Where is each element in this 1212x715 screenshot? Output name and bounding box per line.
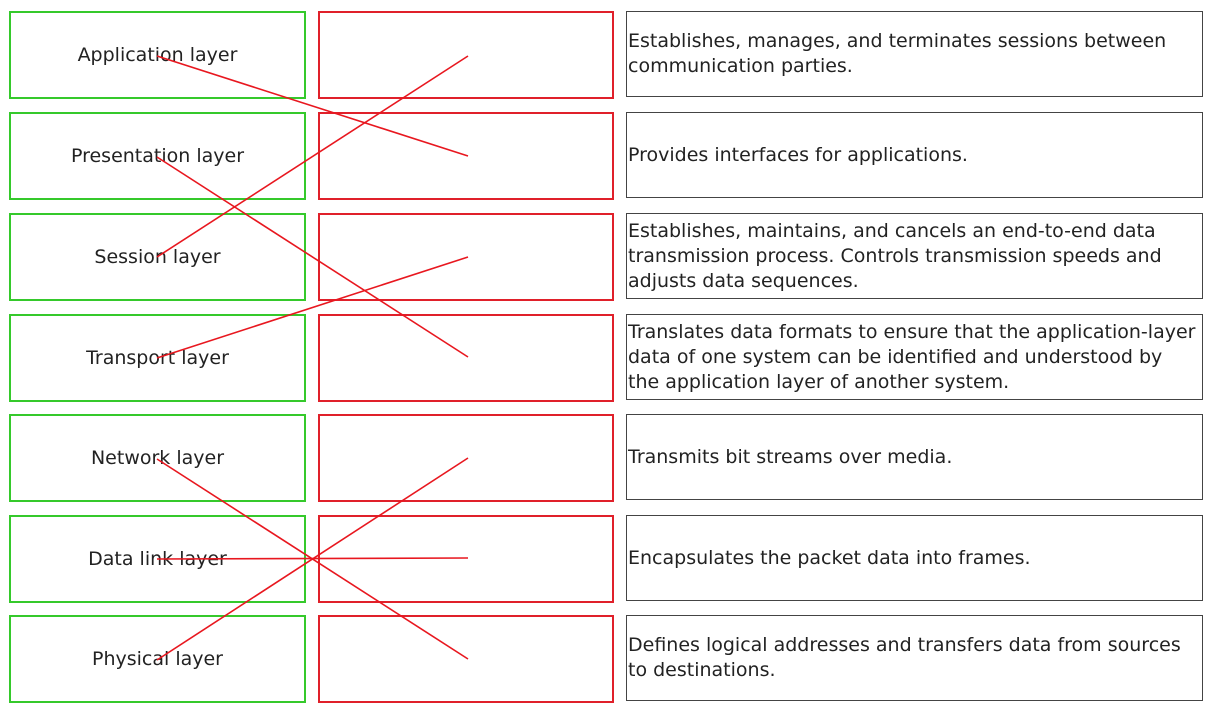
layer-box-presentation[interactable]: Presentation layer	[9, 112, 306, 200]
description-text: Translates data formats to ensure that t…	[628, 320, 1196, 393]
description-text: Provides interfaces for applications.	[628, 143, 968, 166]
layer-box-application[interactable]: Application layer	[9, 11, 306, 99]
description-text: Encapsulates the packet data into frames…	[628, 546, 1031, 569]
layer-label: Application layer	[77, 44, 238, 66]
answer-slot-6[interactable]	[318, 515, 614, 603]
description-text: Establishes, manages, and terminates ses…	[628, 30, 1167, 77]
layer-box-data-link[interactable]: Data link layer	[9, 515, 306, 603]
description-box[interactable]: Translates data formats to ensure that t…	[626, 314, 1203, 400]
layer-label: Presentation layer	[70, 145, 245, 167]
description-box[interactable]: Establishes, manages, and terminates ses…	[626, 11, 1203, 97]
layer-box-physical[interactable]: Physical layer	[9, 615, 306, 703]
layer-label: Physical layer	[92, 648, 223, 670]
answer-slot-4[interactable]	[318, 314, 614, 402]
answer-slot-7[interactable]	[318, 615, 614, 703]
layer-box-network[interactable]: Network layer	[9, 414, 306, 502]
description-box[interactable]: Transmits bit streams over media.	[626, 414, 1203, 500]
layer-label: Session layer	[94, 246, 221, 268]
description-text: Establishes, maintains, and cancels an e…	[628, 219, 1162, 292]
layer-box-transport[interactable]: Transport layer	[9, 314, 306, 402]
description-box[interactable]: Establishes, maintains, and cancels an e…	[626, 213, 1203, 299]
description-box[interactable]: Defines logical addresses and transfers …	[626, 615, 1203, 701]
description-text: Defines logical addresses and transfers …	[628, 634, 1181, 681]
answer-slot-3[interactable]	[318, 213, 614, 301]
answer-slot-2[interactable]	[318, 112, 614, 200]
layer-box-session[interactable]: Session layer	[9, 213, 306, 301]
answer-slot-1[interactable]	[318, 11, 614, 99]
layer-label: Data link layer	[88, 548, 227, 570]
layer-label: Transport layer	[86, 347, 229, 369]
answer-slot-5[interactable]	[318, 414, 614, 502]
description-box[interactable]: Provides interfaces for applications.	[626, 112, 1203, 198]
description-box[interactable]: Encapsulates the packet data into frames…	[626, 515, 1203, 601]
description-text: Transmits bit streams over media.	[628, 445, 953, 468]
layer-label: Network layer	[90, 447, 225, 469]
